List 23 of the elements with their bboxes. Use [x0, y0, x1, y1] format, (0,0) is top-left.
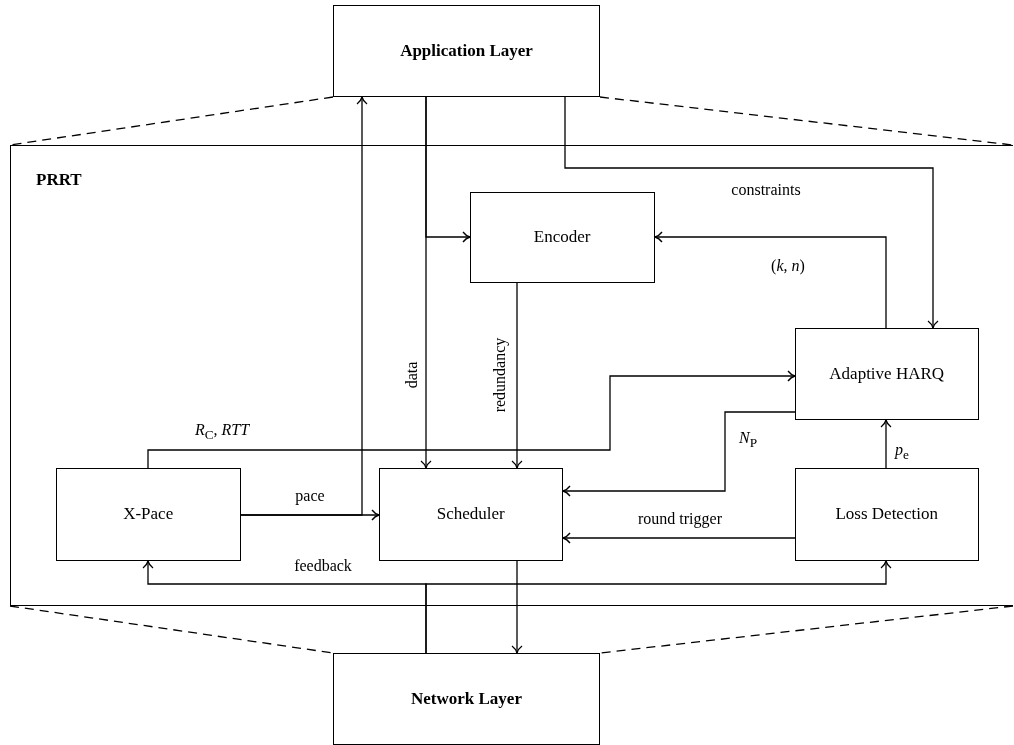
- module-box: [378, 467, 563, 561]
- dashed-line: [599, 605, 1014, 654]
- layer-box: [333, 5, 600, 97]
- edge-label: round trigger: [636, 510, 724, 528]
- node-label: Adaptive HARQ: [829, 363, 945, 384]
- node-label: Network Layer: [411, 689, 522, 709]
- module-box: [794, 467, 979, 561]
- module-box: [469, 191, 655, 283]
- node-label: Loss Detection: [835, 504, 938, 525]
- container-box: [10, 145, 1013, 606]
- module-box: [55, 467, 241, 561]
- dashed-line: [9, 96, 334, 146]
- node-label: PRRT: [36, 170, 82, 190]
- module-box: [794, 327, 979, 420]
- edge-label: redundancy: [491, 335, 509, 415]
- dashed-line: [9, 605, 334, 654]
- edge-label: (k, n): [769, 257, 807, 275]
- node-label: Scheduler: [436, 504, 505, 525]
- dashed-line: [599, 96, 1014, 146]
- node-label: X-Pace: [123, 504, 174, 525]
- layer-box: [333, 653, 600, 745]
- node-label: Encoder: [533, 227, 591, 248]
- node-label: Application Layer: [400, 41, 533, 61]
